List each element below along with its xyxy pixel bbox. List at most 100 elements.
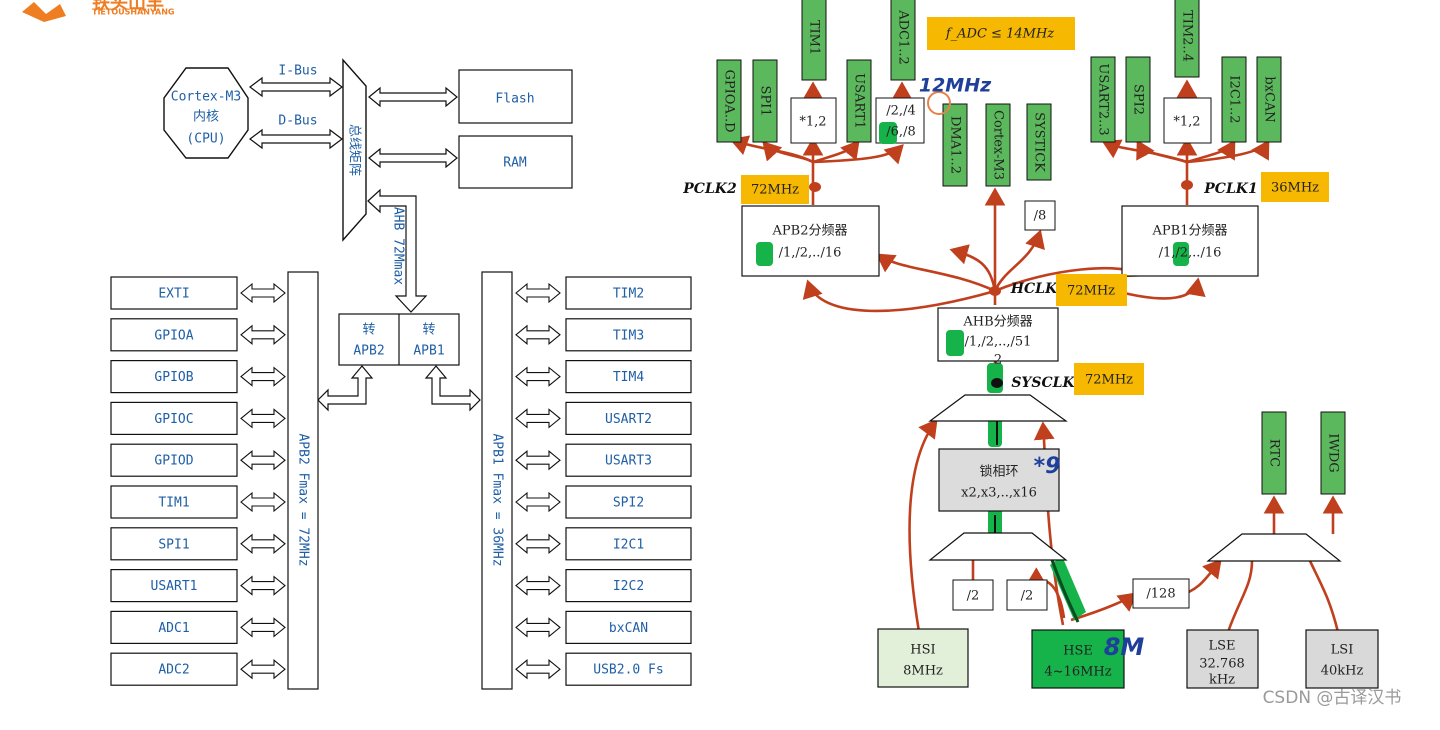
apb2-peripheral-box <box>110 485 238 519</box>
apb1-output-box <box>1256 56 1282 143</box>
pll-box <box>938 448 1060 512</box>
sysclk-value: 72MHz <box>1085 373 1133 388</box>
hclk-badge <box>1056 274 1127 306</box>
brand-logo: 铁头山羊 TIETOUSHANYANG <box>22 0 174 22</box>
apb2-peripheral-arrow <box>240 575 286 596</box>
hse-div128: /128 <box>1146 587 1175 602</box>
apb2-peripheral-arrow <box>240 491 286 513</box>
apb2-peripheral-box <box>110 527 238 561</box>
apb2-timer-mult-box <box>790 97 837 144</box>
apb2-peripheral-label: SPI1 <box>158 537 189 552</box>
apb2-peripheral-label: GPIOA <box>154 328 193 343</box>
apb1-output-box <box>1174 0 1200 78</box>
apb1-peripheral-label: I2C2 <box>613 579 644 594</box>
logo-brand-text: 铁头山羊 <box>92 0 164 14</box>
ahb-output-box <box>1026 103 1052 181</box>
apb2-peripheral-arrow <box>240 366 286 387</box>
apb2-output-box <box>846 59 872 143</box>
apb2-output-label: SPI1 <box>758 85 773 116</box>
bridge-apb1-top: 转 <box>422 323 435 338</box>
apb1-peripheral-box <box>565 276 692 310</box>
apb1-peripheral-box <box>565 318 692 352</box>
adc-limit-label: f_ADC ≤ 14MHz <box>945 27 1054 42</box>
apb1-prescaler-options: /1,/2,../16 <box>1159 246 1222 261</box>
ahb-prescaler-highlight <box>946 330 964 356</box>
apb2-peripheral-box <box>110 610 238 645</box>
ahb-prescaler-options: /1,/2,..,/51 <box>965 335 1032 350</box>
apb2-peripheral-label: TIM1 <box>158 496 189 511</box>
bus-diagram: Cortex-M3 内核 (CPU) I-Bus D-Bus 总线矩阵 Flas… <box>110 58 692 690</box>
pll-source-mux <box>928 532 1068 561</box>
apb2-peripheral-box <box>110 443 238 477</box>
flash-arrow <box>368 86 458 108</box>
apb1-bridge-arrow <box>424 365 481 412</box>
apb1-timer-mult-box <box>1163 97 1212 144</box>
apb2-prescaler-options: /1,/2,../16 <box>779 246 842 261</box>
pclk2-node <box>809 182 821 192</box>
handwritten-pll-mult: *9 <box>1034 454 1061 479</box>
apb1-output-box <box>1221 56 1247 143</box>
ahb-output-label: Cortex-M3 <box>991 110 1006 180</box>
apb2-peripheral-arrow <box>240 659 286 680</box>
apb1-prescaler-box <box>1121 205 1259 277</box>
apb2-peripheral-arrow <box>240 282 286 304</box>
apb1-output-box <box>1090 56 1116 143</box>
hsi-div2-box <box>952 579 994 611</box>
hse-freq: 4~16MHz <box>1044 665 1111 680</box>
apb1-bus-bar <box>481 271 513 690</box>
apb1-peripheral-label: TIM2 <box>613 287 644 302</box>
adc-circle-mark <box>927 91 951 115</box>
systick-div: /8 <box>1034 209 1047 224</box>
apb2-peripheral-arrow <box>240 324 286 345</box>
apb2-output-label: TIM1 <box>807 20 822 55</box>
apb2-peripheral-arrow <box>240 408 286 429</box>
apb2-output-box <box>801 0 827 81</box>
apb1-peripheral-label: TIM4 <box>613 370 644 385</box>
apb2-prescaler-title: APB2分频器 <box>772 224 848 239</box>
apb2-bridge-arrow <box>317 365 374 412</box>
apb2-peripheral-box <box>110 318 238 352</box>
apb2-peripheral-label: USART1 <box>151 579 198 594</box>
apb1-bus-label: APB1 Fmax = 36MHz <box>490 433 505 566</box>
csdn-watermark: CSDN @古译汉书 <box>1263 688 1402 708</box>
ahb-label: AHB 72Mmax <box>391 207 406 285</box>
hse-div128-box <box>1132 578 1190 609</box>
goat-logo-icon <box>22 2 66 22</box>
ahb-prescaler-suffix: 2 <box>994 353 1002 368</box>
ram-label: RAM <box>503 156 527 171</box>
logo-subtitle: TIETOUSHANYANG <box>92 8 174 17</box>
apb2-peripheral-arrow <box>240 533 286 554</box>
apb2-peripheral-list: EXTIGPIOAGPIOBGPIOCGPIODTIM1SPI1USART1AD… <box>110 276 286 686</box>
apb1-output-label: TIM2..4 <box>1180 10 1195 62</box>
lse-name: LSE <box>1208 639 1235 654</box>
apb1-peripheral-arrow <box>515 491 561 513</box>
ram-box <box>458 135 573 189</box>
pll-options: x2,x3,..,x16 <box>961 486 1037 501</box>
apb1-prescaler-title: APB1分频器 <box>1152 224 1228 239</box>
apb1-peripheral-arrow <box>515 533 561 554</box>
hse-box <box>1031 629 1125 689</box>
dbus-arrow <box>249 128 343 150</box>
apb1-output-label: USART2..3 <box>1096 63 1111 135</box>
apb1-peripheral-arrow <box>515 408 561 429</box>
apb1-peripheral-arrow <box>515 450 561 471</box>
adc-limit-badge <box>927 17 1075 50</box>
ahb-arrow <box>367 188 428 313</box>
apb2-output-box <box>716 59 742 143</box>
apb1-peripheral-arrow <box>515 617 561 638</box>
adc-prescaler-highlight <box>879 122 897 144</box>
apb2-peripheral-box <box>110 360 238 394</box>
apb1-peripheral-arrow <box>515 575 561 596</box>
lse-box <box>1186 629 1259 689</box>
apb2-peripheral-arrow <box>240 450 286 471</box>
hse-name: HSE <box>1063 644 1093 659</box>
flash-box <box>458 69 573 124</box>
apb1-output-label: I2C1..2 <box>1227 75 1242 123</box>
apb1-peripheral-label: USB2.0 Fs <box>593 663 663 678</box>
apb2-output-box <box>890 0 916 81</box>
rtc-box <box>1261 411 1287 495</box>
apb2-prescaler-highlight <box>756 242 773 266</box>
apb2-peripheral-box <box>110 276 238 310</box>
apb1-peripheral-box <box>565 401 692 435</box>
